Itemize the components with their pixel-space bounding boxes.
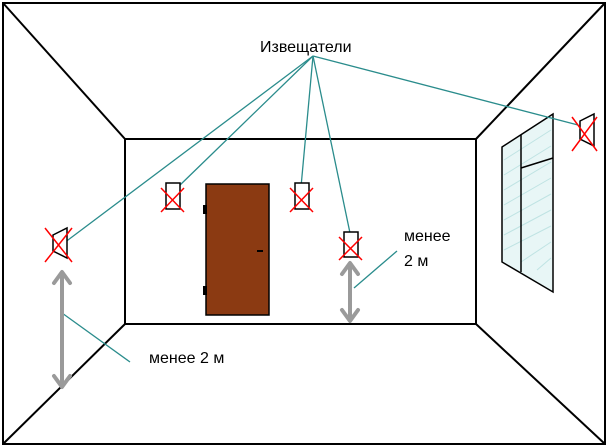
distance-arrow-left — [52, 270, 72, 389]
corner-top-right — [475, 2, 606, 140]
leader-right-distance — [353, 250, 398, 289]
cross-line — [571, 116, 598, 152]
cross-line — [289, 187, 314, 213]
detector-right-wall — [571, 112, 598, 152]
corner-bottom-right — [475, 323, 606, 445]
cross-line — [338, 236, 363, 261]
leader-lines — [61, 55, 579, 363]
detector-back-wall-3 — [338, 231, 363, 261]
distance-label-left: менее 2 м — [149, 350, 224, 367]
distance-label-right-line2: 2 м — [404, 253, 428, 270]
door — [203, 183, 270, 316]
distance-label-right-line1: менее — [404, 228, 451, 245]
detectors-title: Извещатели — [260, 39, 352, 56]
detector-left-wall — [44, 226, 73, 263]
back-wall — [124, 138, 477, 325]
detector-back-wall-1 — [160, 182, 185, 213]
window-stripes — [503, 129, 552, 271]
leader-left-distance — [61, 312, 131, 363]
cross-line — [160, 187, 185, 213]
window — [501, 112, 554, 294]
door-hinge-top — [203, 205, 207, 214]
cross-line — [44, 227, 73, 263]
corner-top-left — [2, 2, 126, 140]
window-transom — [520, 157, 554, 169]
distance-arrow-right — [340, 261, 360, 323]
detector-back-wall-2 — [289, 182, 314, 213]
door-hinge-bottom — [203, 286, 207, 295]
